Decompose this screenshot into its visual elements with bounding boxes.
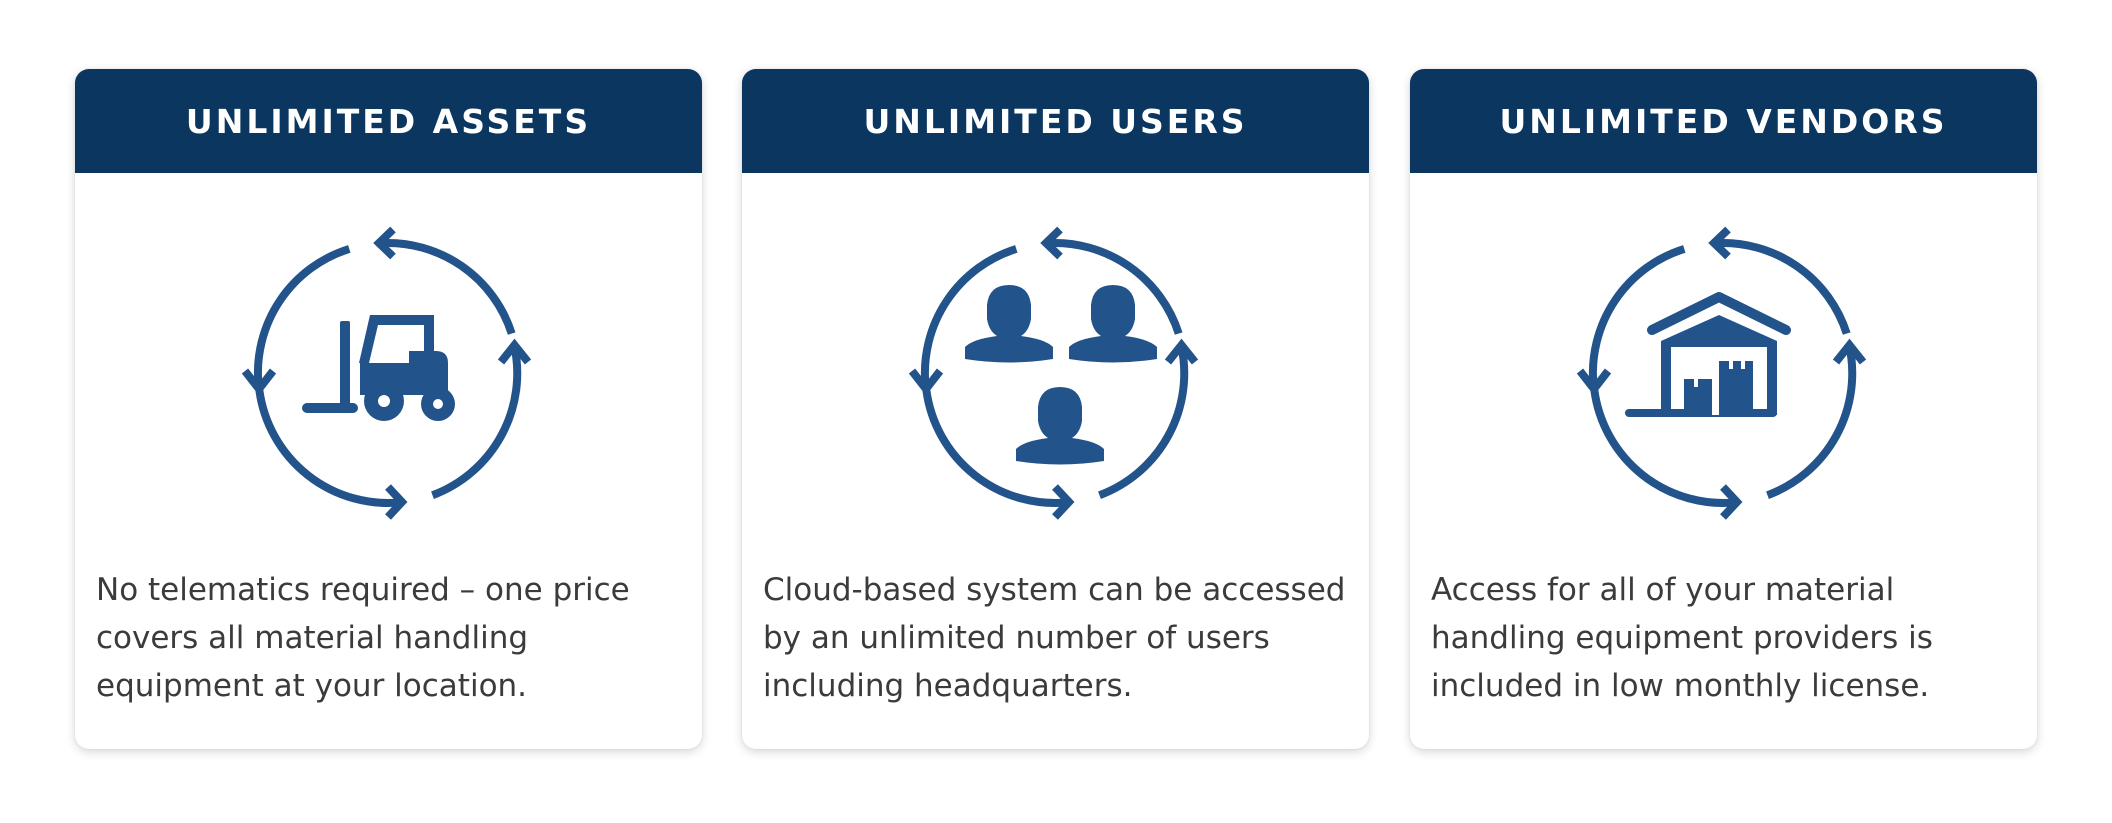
feature-card-assets: UNLIMITED ASSETS	[75, 69, 702, 749]
card-header: UNLIMITED USERS	[742, 69, 1369, 173]
card-header: UNLIMITED VENDORS	[1410, 69, 2037, 173]
card-description: Access for all of your material handling…	[1431, 572, 1933, 704]
feature-card-vendors: UNLIMITED VENDORS	[1410, 69, 2037, 749]
warehouse-cycle-icon	[1573, 223, 1873, 523]
card-title: UNLIMITED USERS	[863, 101, 1248, 141]
feature-cards: UNLIMITED ASSETS	[75, 69, 2037, 749]
feature-card-users: UNLIMITED USERS Cloud-based system can b…	[742, 69, 1369, 749]
card-title: UNLIMITED ASSETS	[185, 101, 592, 141]
card-description: Cloud-based system can be accessed by an…	[763, 572, 1346, 704]
forklift-cycle-icon	[238, 223, 538, 523]
card-header: UNLIMITED ASSETS	[75, 69, 702, 173]
card-title: UNLIMITED VENDORS	[1499, 101, 1948, 141]
users-cycle-icon	[905, 223, 1205, 523]
card-description: No telematics required – one price cover…	[96, 572, 630, 704]
